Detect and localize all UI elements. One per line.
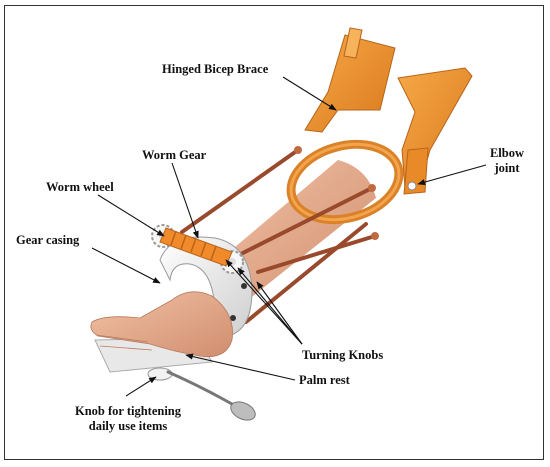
label-elbow-joint: Elbow joint	[484, 146, 530, 176]
arrow-palm-rest	[185, 353, 296, 381]
arrow-elbow-joint	[417, 164, 487, 186]
rod-end-caps	[294, 146, 379, 240]
label-palm-rest: Palm rest	[299, 373, 350, 387]
label-hinged-bicep-brace: Hinged Bicep Brace	[162, 62, 269, 76]
label-elbow-joint-line2: joint	[494, 161, 520, 175]
arrow-turning-knobs-2	[237, 267, 303, 345]
worm-gear	[159, 227, 233, 267]
arrow-knob	[125, 376, 157, 397]
label-knob-tightening: Knob for tightening daily use items	[48, 404, 208, 434]
label-knob-line1: Knob for tightening	[74, 404, 182, 418]
forearm	[222, 160, 376, 300]
arrow-turning-knobs-3	[256, 281, 303, 345]
leader-arrows	[91, 76, 487, 397]
tightening-knob	[147, 367, 173, 381]
figure-frame	[4, 5, 544, 460]
hand	[90, 291, 233, 358]
spoon	[166, 370, 256, 421]
connecting-rods	[180, 148, 377, 324]
elbow-ring	[286, 139, 404, 225]
arrow-gear-casing	[91, 247, 161, 284]
label-worm-gear: Worm Gear	[142, 148, 207, 162]
label-gear-casing: Gear casing	[16, 233, 80, 247]
arrow-worm-gear	[171, 162, 199, 239]
elbow-joint-pin	[407, 181, 417, 191]
label-turning-knobs: Turning Knobs	[302, 348, 384, 362]
arrow-worm-wheel	[97, 194, 165, 237]
label-elbow-joint-line1: Elbow	[489, 146, 525, 160]
arrow-hinged-bicep-brace	[282, 76, 337, 111]
label-worm-wheel: Worm wheel	[46, 180, 114, 194]
label-knob-line2: daily use items	[88, 419, 168, 433]
